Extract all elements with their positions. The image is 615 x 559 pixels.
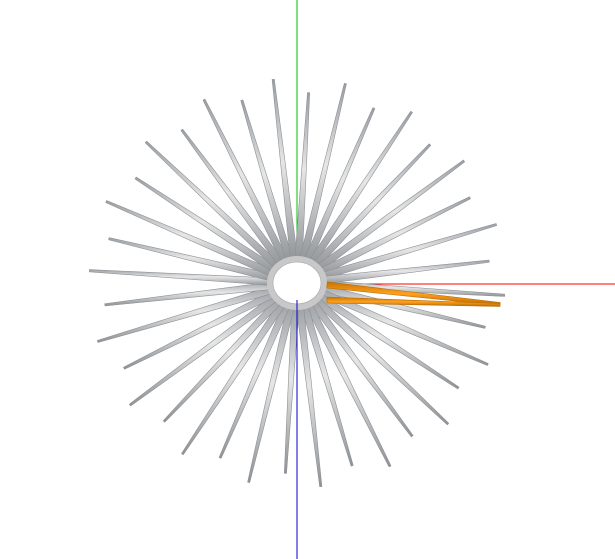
- selected-rod[interactable]: [326, 281, 501, 306]
- starburst-model[interactable]: [88, 78, 506, 488]
- selected-rod[interactable]: [326, 296, 501, 307]
- hub-hole: [272, 261, 322, 305]
